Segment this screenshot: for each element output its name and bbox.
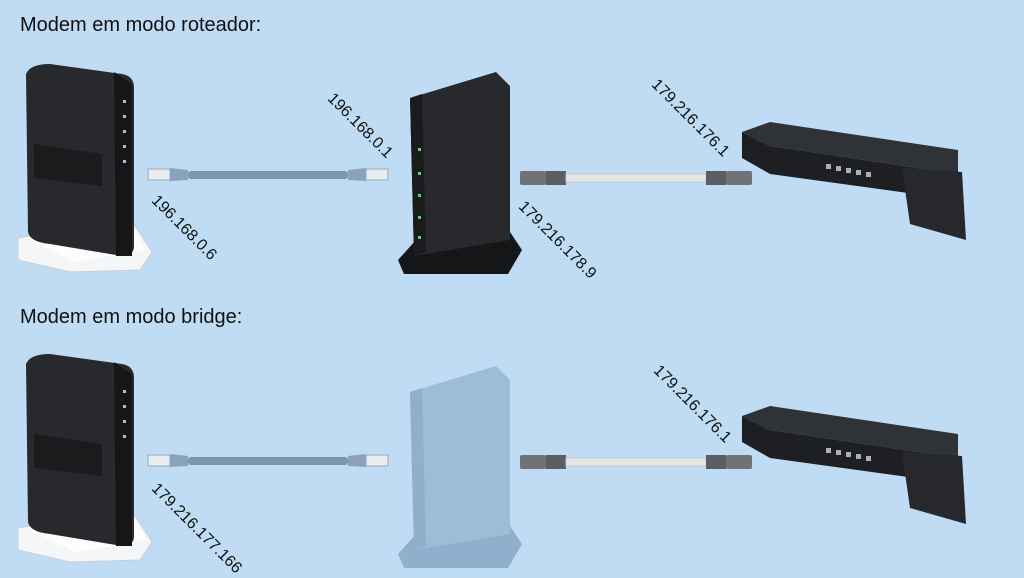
wifi-router-bridge — [17, 354, 153, 563]
modem — [398, 72, 522, 274]
ethernet-cable-bridge — [147, 454, 389, 467]
router-public-ip-label: 179.216.177.166 — [147, 480, 245, 577]
isp-ip-label-bridge: 179.216.176.1 — [649, 362, 735, 447]
modem-ghost — [398, 366, 522, 568]
wifi-router — [17, 64, 153, 273]
modem-wan-ip-label: 179.216.178.9 — [514, 198, 600, 283]
coax-cable — [520, 171, 752, 185]
ethernet-cable — [147, 168, 389, 181]
coax-cable-bridge — [520, 455, 752, 469]
modem-lan-ip-label: 196.168.0.1 — [323, 90, 396, 162]
router-mode-title: Modem em modo roteador: — [20, 14, 262, 36]
isp-rack-equipment — [742, 122, 966, 240]
bridge-mode-title: Modem em modo bridge: — [20, 306, 243, 328]
isp-rack-equipment-bridge — [742, 406, 966, 524]
isp-ip-label: 179.216.176.1 — [647, 76, 733, 161]
